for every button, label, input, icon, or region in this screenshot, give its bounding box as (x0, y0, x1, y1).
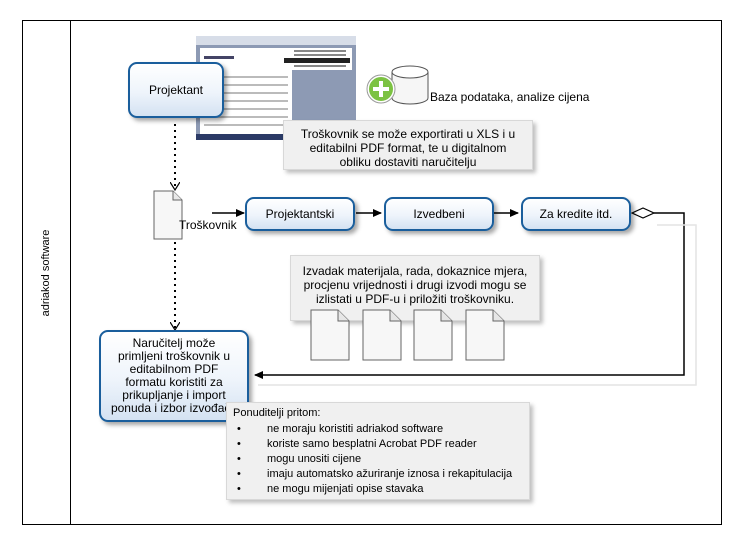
report-document-icon (465, 309, 505, 361)
note-export: Troškovnik se može exportirati u XLS i u… (283, 120, 533, 170)
task-izvedbeni-label: Izvedbeni (413, 206, 465, 221)
list-item: ne moraju koristiti adriakod software (233, 423, 523, 436)
task-izvedbeni: Izvedbeni (384, 197, 494, 231)
task-za-kredite: Za kredite itd. (521, 197, 631, 231)
flow-shadow (258, 224, 697, 386)
conditional-diamond (630, 207, 656, 219)
report-document-icon (310, 309, 350, 361)
troskovnik-label: Troškovnik (179, 218, 237, 232)
task-narucitelj-label: Naručitelj može primljeni troškovnik u e… (110, 336, 238, 415)
report-document-icon (362, 309, 402, 361)
note-export-text: Troškovnik se može exportirati u XLS i u… (300, 127, 516, 169)
task-za-kredite-label: Za kredite itd. (539, 206, 613, 221)
swimlane-frame (22, 20, 722, 525)
task-projektant-label: Projektant (148, 82, 204, 97)
task-narucitelj: Naručitelj može primljeni troškovnik u e… (99, 330, 249, 422)
list-item: ne mogu mijenjati opise stavaka (233, 483, 523, 496)
flow-kredite-narucitelj (254, 212, 685, 379)
task-projektantski-label: Projektantski (265, 206, 335, 221)
list-item: imaju automatsko ažuriranje iznosa i rek… (233, 468, 523, 481)
task-projektantski: Projektantski (245, 197, 355, 231)
note-izvadak: Izvadak materijala, rada, dokaznice mjer… (290, 255, 540, 321)
note-ponuditelji-title: Ponuditelji pritom: (233, 407, 321, 419)
report-document-icon (413, 309, 453, 361)
database-label: Baza podataka, analize cijena (430, 90, 590, 104)
lane-divider (70, 20, 71, 525)
troskovnik-document-icon (153, 190, 183, 240)
list-item: mogu unositi cijene (233, 453, 523, 466)
note-ponuditelji: Ponuditelji pritom: ne moraju koristiti … (226, 402, 530, 500)
task-projektant: Projektant (128, 62, 224, 118)
note-izvadak-text: Izvadak materijala, rada, dokaznice mjer… (302, 264, 528, 306)
database-icon (366, 65, 429, 105)
list-item: koriste samo besplatni Acrobat PDF reade… (233, 438, 523, 451)
ponuditelji-list: ne moraju koristiti adriakod software ko… (233, 423, 523, 496)
